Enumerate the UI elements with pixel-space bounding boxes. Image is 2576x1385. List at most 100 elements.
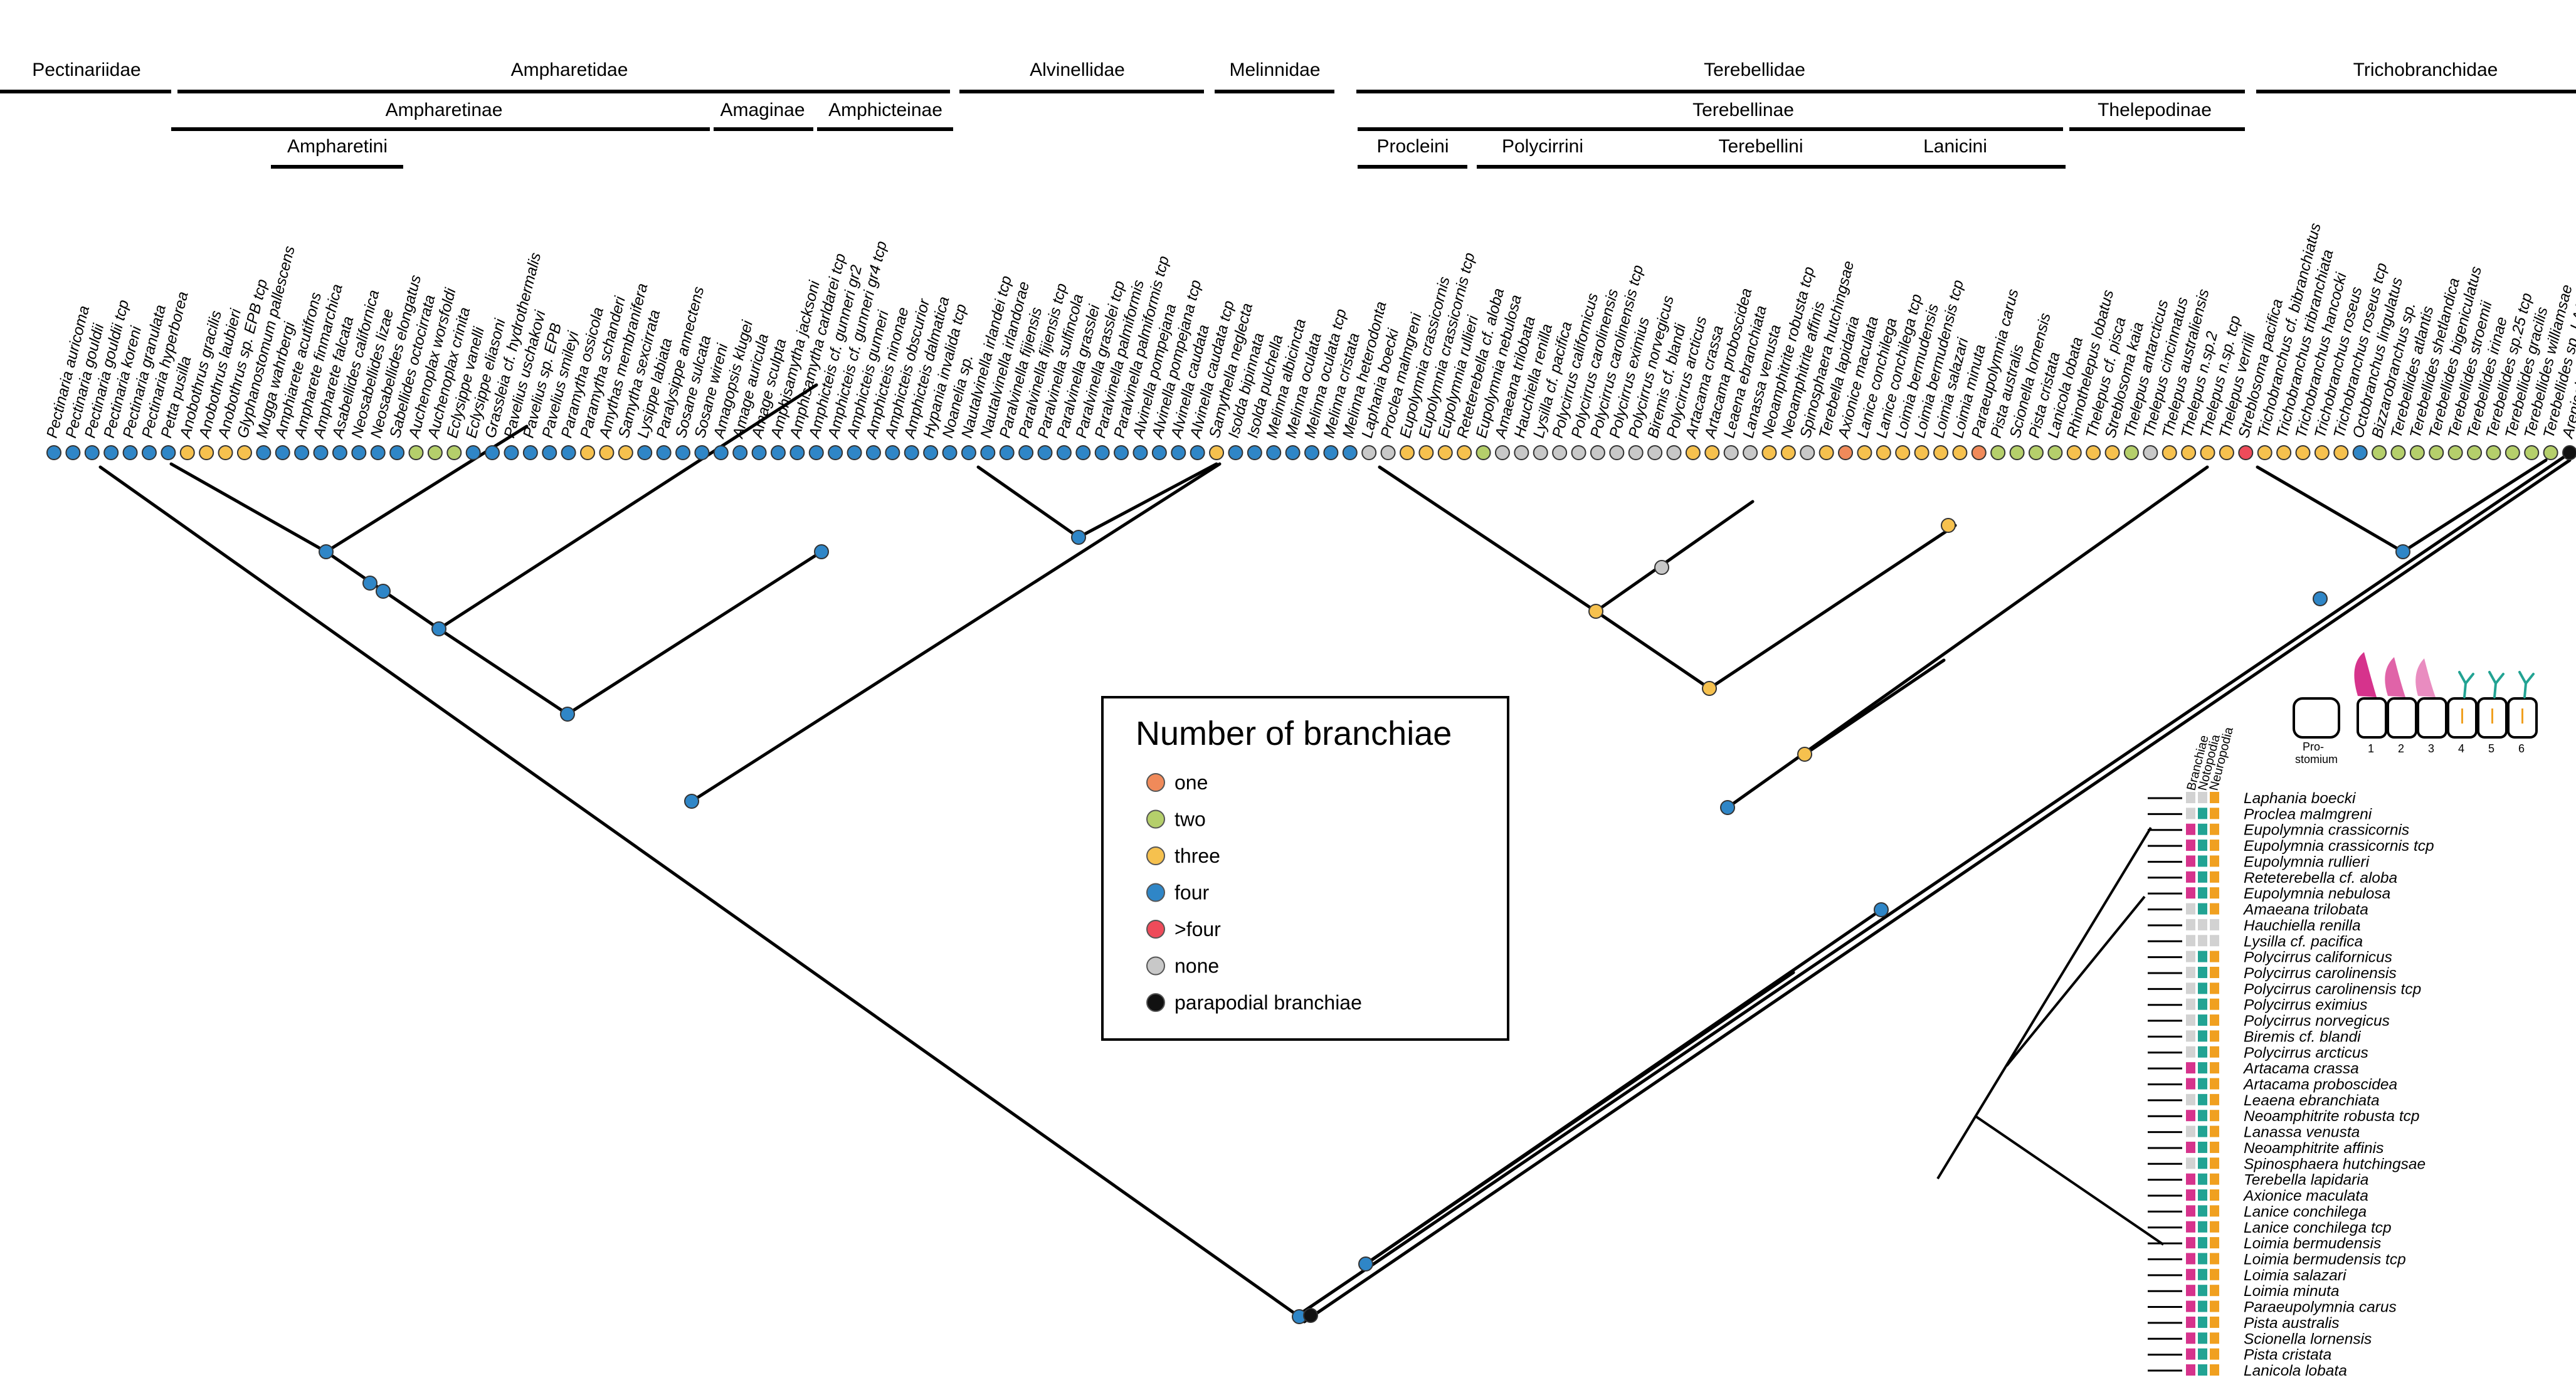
- taxon-state-dot: [2257, 445, 2272, 460]
- matrix-cell: [2198, 966, 2207, 978]
- internal-node-dot: [1797, 747, 1812, 762]
- matrix-cell: [2198, 919, 2207, 930]
- matrix-cell: [2186, 1316, 2195, 1328]
- legend-label: one: [1175, 771, 1208, 794]
- taxon-state-dot: [141, 445, 157, 460]
- matrix-cell: [2210, 871, 2219, 883]
- matrix-cell: [2198, 1237, 2207, 1249]
- inset-taxon-label: Paraeupolymnia carus: [2244, 1299, 2397, 1316]
- taxon-state-dot: [2352, 445, 2368, 460]
- inset-taxon-label: Loimia minuta: [2244, 1283, 2340, 1300]
- matrix-cell: [2198, 951, 2207, 962]
- matrix-cell: [2210, 1014, 2219, 1026]
- inset-taxon-label: Spinosphaera hutchingsae: [2244, 1156, 2426, 1172]
- taxon-state-dot: [2200, 445, 2215, 460]
- matrix-cell: [2186, 1173, 2195, 1185]
- inset-taxon-label: Amaeana trilobata: [2242, 902, 2368, 919]
- character-matrix: [2148, 792, 2219, 1376]
- matrix-cell: [2186, 1093, 2195, 1105]
- matrix-cell: [2198, 1316, 2207, 1328]
- inset-taxon-label: Laphania boecki: [2244, 790, 2356, 807]
- taxon-state-dot: [2314, 445, 2330, 460]
- inset-taxon-label: Artacama proboscidea: [2242, 1077, 2397, 1093]
- matrix-cell: [2210, 1348, 2219, 1360]
- internal-node-dot: [431, 621, 446, 636]
- inset-taxon-label: Loimia salazari: [2244, 1267, 2346, 1284]
- taxon-state-dot: [656, 445, 672, 460]
- matrix-cell: [2210, 792, 2219, 803]
- taxon-state-dot: [637, 445, 653, 460]
- segment-label-1: 1: [2368, 742, 2374, 755]
- taxon-state-dot: [294, 445, 310, 460]
- taxon-state-dot: [1018, 445, 1034, 460]
- taxon-state-dot: [313, 445, 329, 460]
- matrix-cell: [2198, 935, 2207, 947]
- internal-node-dot: [1303, 1308, 1318, 1323]
- taxon-state-dot: [1094, 445, 1110, 460]
- matrix-cell: [2210, 1316, 2219, 1328]
- inset-taxon-label: Neoamphitrite robusta tcp: [2244, 1108, 2420, 1125]
- taxon-state-dot: [1514, 445, 1529, 460]
- subfamily-amphicteinae: Amphicteinae: [828, 100, 942, 120]
- matrix-cell: [2186, 1268, 2195, 1280]
- legend: Number of branchiae onetwothreefour>four…: [1101, 696, 1509, 1041]
- taxon-state-dot: [999, 445, 1015, 460]
- inset-taxon-label: Proclea malmgreni: [2244, 806, 2372, 823]
- taxon-state-dot: [446, 445, 462, 460]
- matrix-cell: [2210, 951, 2219, 962]
- taxon-state-dot: [1990, 445, 2006, 460]
- taxon-state-dot: [2009, 445, 2025, 460]
- matrix-cell: [2186, 840, 2195, 851]
- taxon-state-dot: [808, 445, 824, 460]
- subfamily-ampharetinae: Ampharetinae: [386, 100, 503, 120]
- matrix-cell: [2186, 1078, 2195, 1090]
- taxon-state-dot: [1247, 445, 1262, 460]
- legend-swatch: [1146, 993, 1165, 1012]
- taxon-state-dot: [1533, 445, 1548, 460]
- tribe-lanicini: Lanicini: [1923, 136, 1987, 157]
- legend-swatch: [1146, 956, 1165, 976]
- inset-taxon-label: Biremis cf. blandi: [2244, 1028, 2361, 1045]
- matrix-cell: [2210, 1173, 2219, 1185]
- taxon-state-dot: [504, 445, 519, 460]
- matrix-cell: [2198, 1014, 2207, 1026]
- taxon-state-dot: [865, 445, 881, 460]
- taxon-state-dot: [1666, 445, 1682, 460]
- matrix-cell: [2198, 1253, 2207, 1265]
- matrix-cell: [2186, 1285, 2195, 1297]
- legend-label: three: [1175, 845, 1220, 867]
- matrix-cell: [2186, 903, 2195, 915]
- matrix-cell: [2210, 1253, 2219, 1265]
- taxon-state-dot: [1228, 445, 1243, 460]
- taxon-state-dot: [1209, 445, 1225, 460]
- matrix-cell: [2210, 1125, 2219, 1137]
- taxon-state-dot: [1971, 445, 1987, 460]
- matrix-cell: [2198, 1110, 2207, 1122]
- inset-taxon-label: Polycirrus californicus: [2244, 949, 2392, 966]
- matrix-cell: [2186, 1221, 2195, 1233]
- matrix-cell: [2198, 1062, 2207, 1074]
- taxon-state-dot: [1171, 445, 1186, 460]
- taxon-state-dot: [1933, 445, 1948, 460]
- taxon-state-dot: [1552, 445, 1568, 460]
- matrix-cell: [2198, 1205, 2207, 1217]
- taxon-state-dot: [2295, 445, 2311, 460]
- matrix-cell: [2186, 1030, 2195, 1042]
- inset-taxon-label: Lanice conchilega tcp: [2244, 1219, 2392, 1236]
- taxon-state-dot: [1857, 445, 1872, 460]
- taxon-state-dot: [161, 445, 176, 460]
- inset-taxon-label: Polycirrus arcticus: [2244, 1045, 2368, 1061]
- segment-label-5: 5: [2488, 742, 2494, 755]
- matrix-cell: [2210, 840, 2219, 851]
- taxon-state-dot: [961, 445, 976, 460]
- matrix-cell: [2198, 792, 2207, 803]
- taxon-state-dot: [2104, 445, 2120, 460]
- inset-taxon-label: Scionella lornensis: [2244, 1330, 2372, 1347]
- matrix-cell: [2186, 998, 2195, 1010]
- taxon-state-dot: [885, 445, 900, 460]
- taxon-state-dot: [542, 445, 557, 460]
- internal-node-dot: [1358, 1256, 1373, 1272]
- matrix-cell: [2186, 871, 2195, 883]
- matrix-cell: [2198, 871, 2207, 883]
- matrix-cell: [2198, 998, 2207, 1010]
